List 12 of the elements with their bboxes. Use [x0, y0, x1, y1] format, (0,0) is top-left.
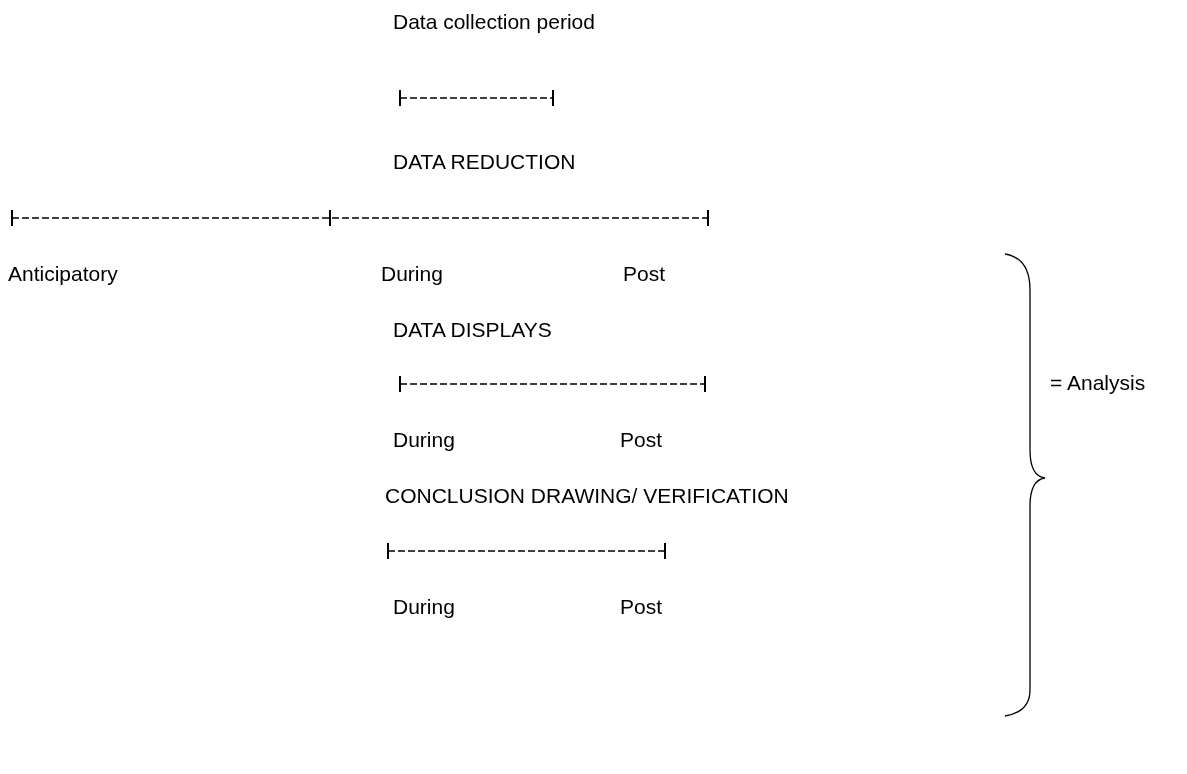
- result-label: = Analysis: [1050, 371, 1146, 395]
- stage-heading: CONCLUSION DRAWING/ VERIFICATION: [385, 484, 789, 508]
- phase-label: During: [393, 595, 455, 619]
- phase-label: During: [393, 428, 455, 452]
- period-label: Data collection period: [393, 10, 595, 34]
- phase-label: Anticipatory: [8, 262, 118, 286]
- phase-label: Post: [623, 262, 666, 286]
- stage-heading: DATA DISPLAYS: [393, 318, 552, 342]
- phase-label: Post: [620, 595, 663, 619]
- phase-label: Post: [620, 428, 663, 452]
- stage-heading: DATA REDUCTION: [393, 150, 576, 174]
- phase-label: During: [381, 262, 443, 286]
